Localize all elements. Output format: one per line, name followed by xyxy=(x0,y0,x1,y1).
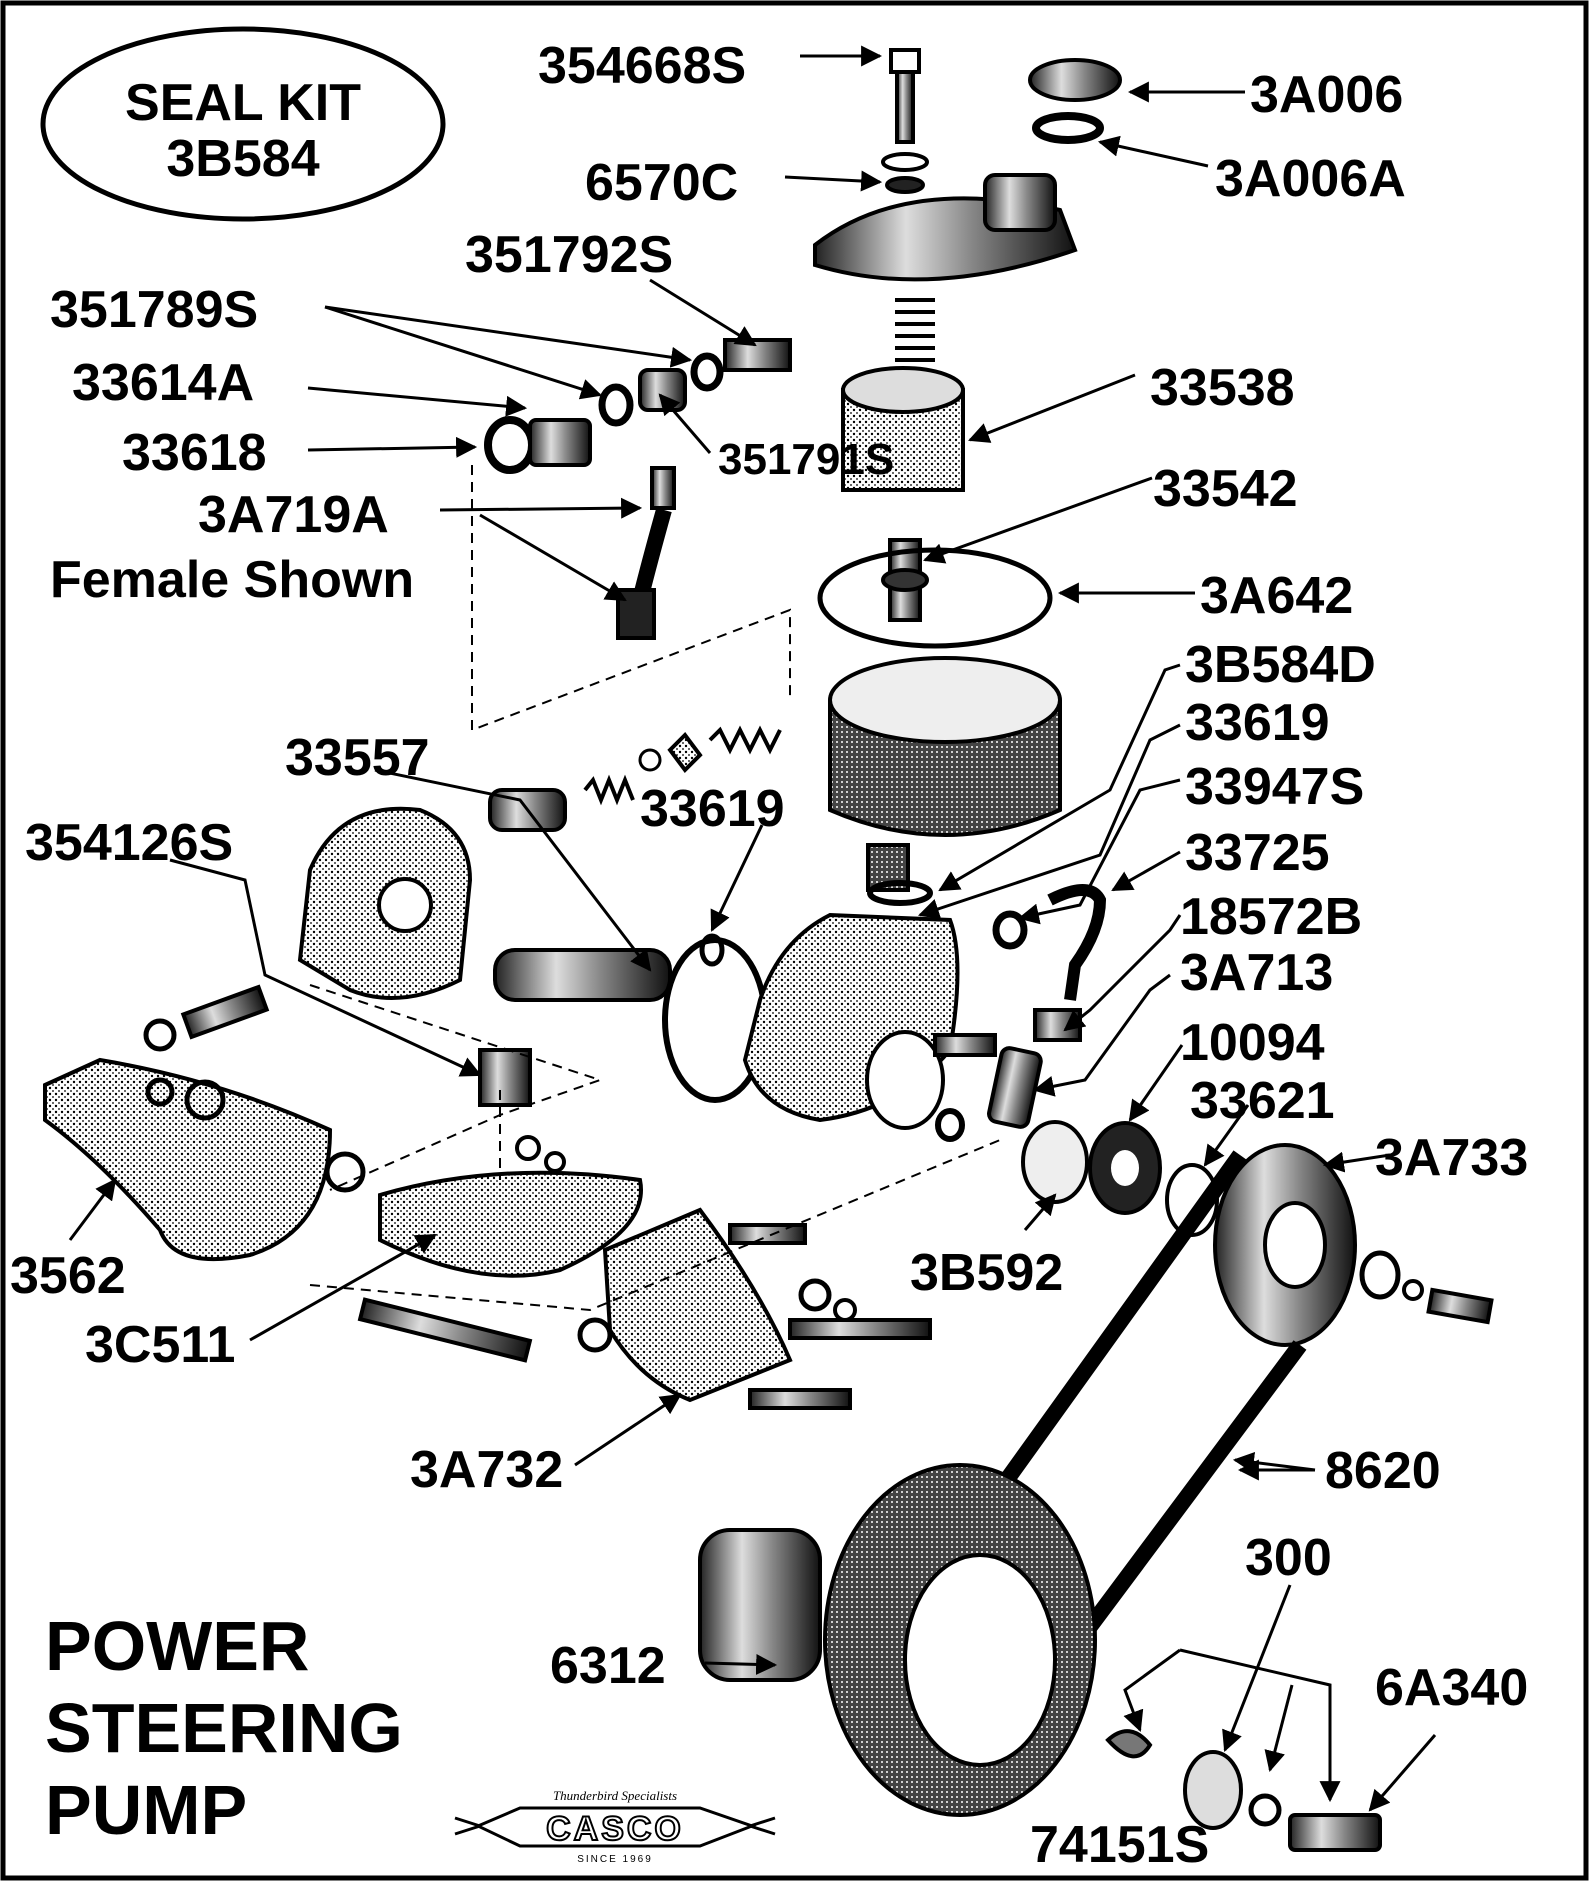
logo-tagline: Thunderbird Specialists xyxy=(553,1788,677,1803)
part-33725: 33725 xyxy=(1185,824,1330,882)
part-351792S: 351792S xyxy=(465,226,673,284)
part-33621: 33621 xyxy=(1190,1072,1335,1130)
part-33542: 33542 xyxy=(1153,460,1298,518)
casco-logo: Thunderbird Specialists CASCO SINCE 1969 xyxy=(454,1788,776,1865)
part-callouts: 354668S 3A006 3A006A 6570C 351792S 35178… xyxy=(10,37,1528,1874)
diagram-title: POWER STEERING PUMP xyxy=(45,1607,403,1849)
part-351791S: 351791S xyxy=(718,435,894,484)
part-3A006A: 3A006A xyxy=(1215,150,1406,208)
title-line2: STEERING xyxy=(45,1689,403,1767)
seal-kit-line1: SEAL KIT xyxy=(125,74,361,132)
part-33619-center: 33619 xyxy=(640,780,785,838)
part-3B584D: 3B584D xyxy=(1185,636,1376,694)
part-33618: 33618 xyxy=(122,424,267,482)
part-354126S: 354126S xyxy=(25,814,233,872)
seal-kit-badge: SEAL KIT 3B584 xyxy=(40,26,446,222)
part-33557: 33557 xyxy=(285,729,430,787)
part-33614A: 33614A xyxy=(72,354,254,412)
part-74151S: 74151S xyxy=(1030,1816,1209,1874)
part-3A732: 3A732 xyxy=(410,1441,563,1499)
leader-lines xyxy=(68,45,1437,1812)
part-6312: 6312 xyxy=(550,1637,666,1695)
part-300: 300 xyxy=(1245,1529,1332,1587)
part-33947S: 33947S xyxy=(1185,758,1364,816)
part-18572B: 18572B xyxy=(1180,888,1362,946)
part-10094: 10094 xyxy=(1180,1014,1325,1072)
title-line1: POWER xyxy=(45,1607,309,1685)
part-3A719A: 3A719A xyxy=(198,486,389,544)
part-3B592: 3B592 xyxy=(910,1244,1063,1302)
part-33619-right: 33619 xyxy=(1185,694,1330,752)
part-351789S: 351789S xyxy=(50,281,258,339)
part-3C511: 3C511 xyxy=(85,1316,235,1374)
part-3A006: 3A006 xyxy=(1250,66,1403,124)
part-3A642: 3A642 xyxy=(1200,567,1353,625)
logo-name: CASCO xyxy=(546,1810,684,1848)
part-3A733: 3A733 xyxy=(1375,1129,1528,1187)
part-3A713: 3A713 xyxy=(1180,944,1333,1002)
part-6570C: 6570C xyxy=(585,154,738,212)
logo-since: SINCE 1969 xyxy=(577,1854,653,1865)
part-6A340: 6A340 xyxy=(1375,1659,1528,1717)
title-line3: PUMP xyxy=(45,1771,247,1849)
part-354668S: 354668S xyxy=(538,37,746,95)
part-3A719A-note: Female Shown xyxy=(50,551,414,609)
part-33538: 33538 xyxy=(1150,359,1295,417)
bracket-3562-shape xyxy=(43,1057,333,1262)
part-8620: 8620 xyxy=(1325,1442,1441,1500)
part-drawings xyxy=(43,48,1494,1852)
seal-kit-line2: 3B584 xyxy=(166,130,319,188)
part-3562: 3562 xyxy=(10,1247,126,1305)
